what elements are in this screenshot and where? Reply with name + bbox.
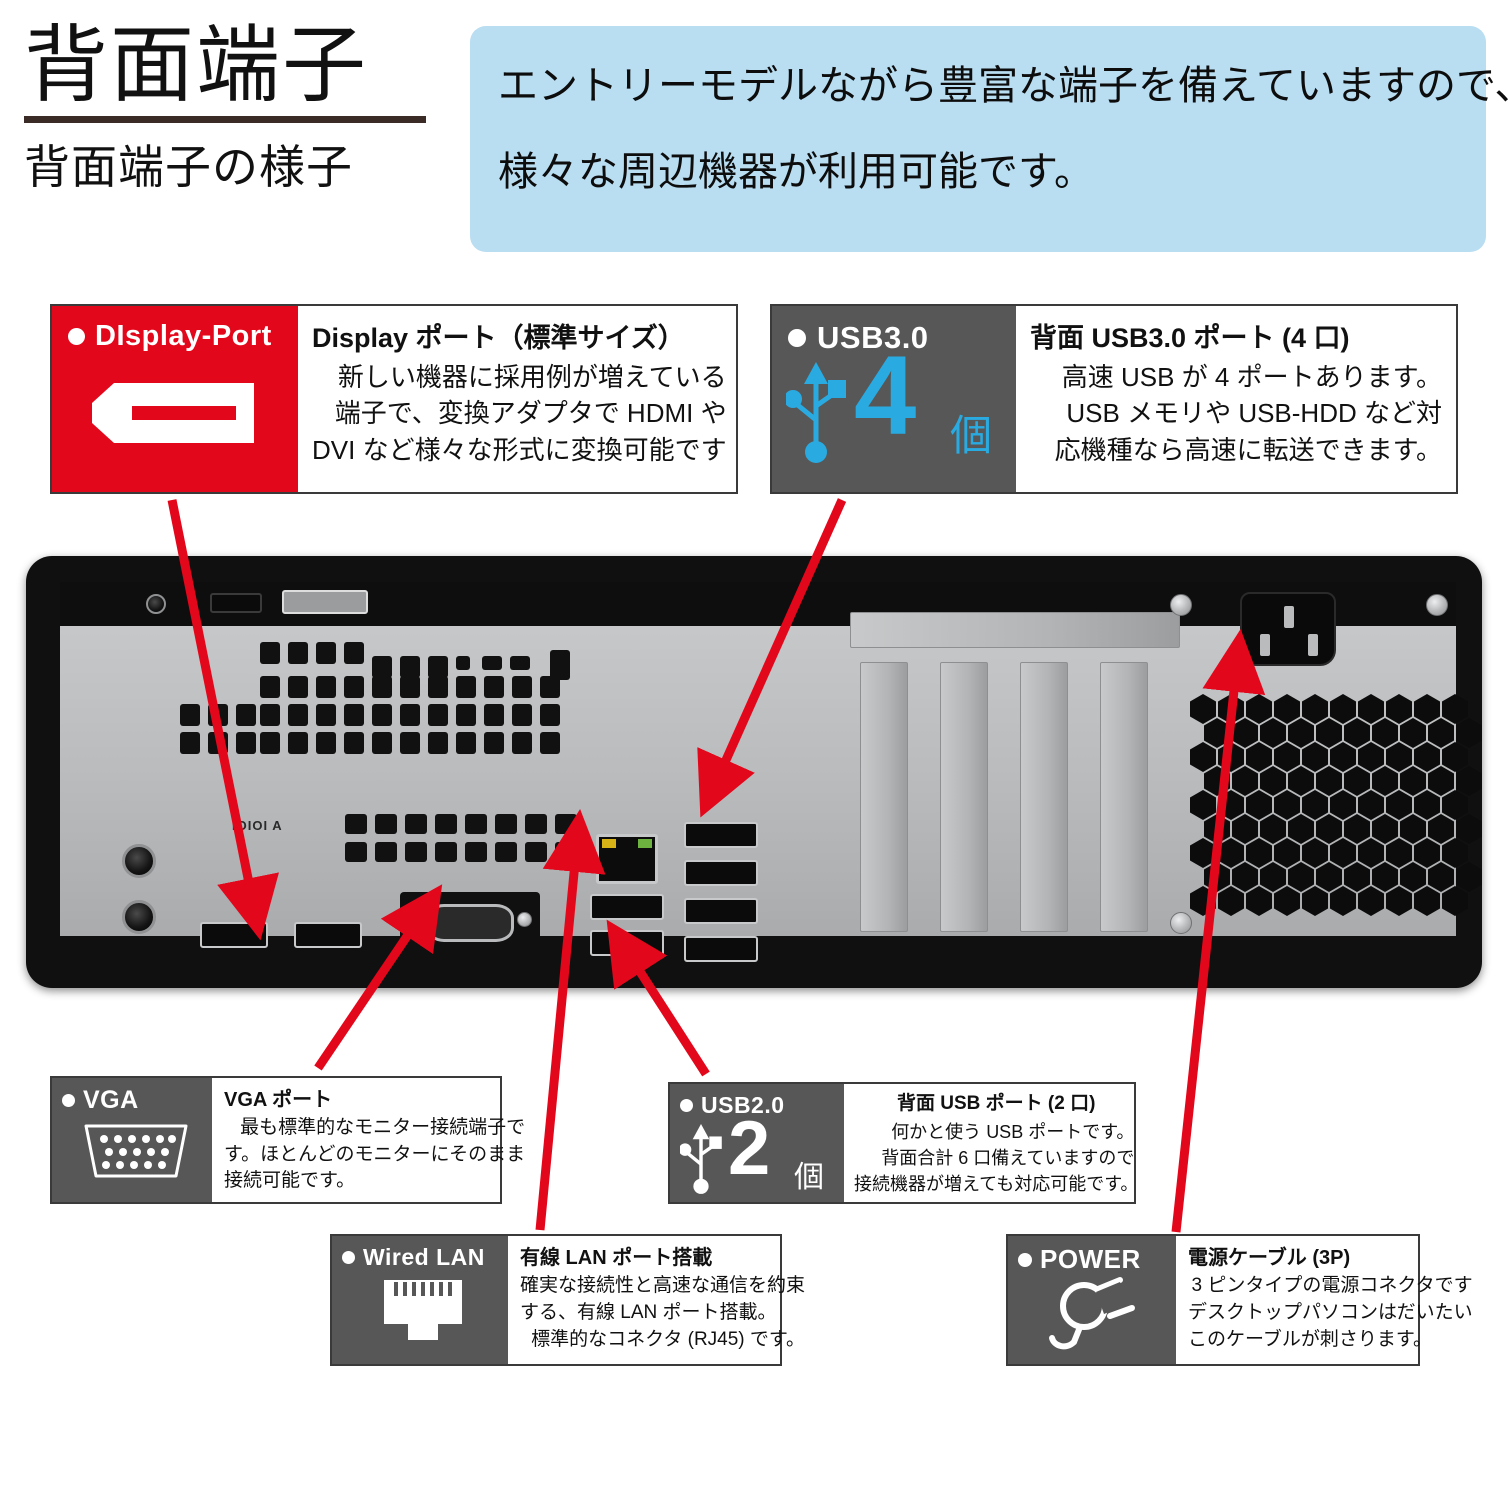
usb30-badge: USB3.0 4 個	[772, 306, 1016, 492]
power-body-2: デスクトップパソコンはだいたい	[1188, 1301, 1473, 1323]
pc-rear-panel-photo: IOIOI A	[26, 556, 1482, 988]
power-badge: POWER	[1008, 1236, 1176, 1364]
bullet-dot-icon	[68, 328, 85, 345]
chassis-hole-icon	[146, 594, 166, 614]
expansion-slot-cover-3	[1020, 662, 1068, 932]
callout-usb30: USB3.0 4 個 背面 USB3.0 ポート (4 口) 高速 USB が …	[770, 304, 1458, 494]
displayport-badge: DIsplay-Port	[52, 306, 298, 492]
displayport-body-2: 端子で、変換アダプタで HDMI や	[334, 398, 727, 429]
usb20-badge-label: USB2.0	[701, 1092, 785, 1118]
power-text: 電源ケーブル (3P) 3 ピンタイプの電源コネクタです デスクトップパソコンは…	[1176, 1236, 1479, 1364]
usb20-badge: USB2.0 2 個	[670, 1084, 844, 1202]
usb3-port-3	[684, 898, 758, 924]
usb20-text: 背面 USB ポート (2 口) 何かと使う USB ポートです。 背面合計 6…	[844, 1084, 1144, 1202]
lan-heading: 有線 LAN ポート搭載	[520, 1247, 713, 1269]
usb2-port-2	[590, 930, 664, 956]
upper-vent-grid	[180, 642, 740, 792]
page-header: 背面端子 背面端子の様子	[24, 18, 444, 197]
callout-displayport: DIsplay-Port Display ポート（標準サイズ） 新しい機器に採用…	[50, 304, 738, 494]
vga-dsub-connector-icon	[84, 1124, 188, 1178]
usb20-body-2: 背面合計 6 口備えていますので	[881, 1147, 1135, 1168]
lan-badge: Wired LAN	[332, 1236, 508, 1364]
vga-body-2: す。ほとんどのモニターにそのまま	[224, 1143, 526, 1165]
usb20-body-3: 接続機器が増えても対応可能です。	[854, 1173, 1139, 1194]
usb20-count: 2	[728, 1106, 771, 1191]
displayport-heading: Display ポート（標準サイズ）	[312, 323, 685, 353]
power-plug-icon	[1049, 1277, 1135, 1350]
audio-line-in-jack	[122, 900, 156, 934]
usb20-body-1: 何かと使う USB ポートです。	[891, 1121, 1135, 1142]
usb30-count-unit: 個	[950, 412, 993, 459]
displayport-connector-icon	[92, 383, 254, 448]
usb30-body-3: 応機種なら高速に転送できます。	[1054, 435, 1442, 466]
displayport-1	[200, 922, 268, 948]
vga-badge-label: VGA	[83, 1086, 139, 1114]
vga-body-1: 最も標準的なモニター接続端子で	[240, 1117, 526, 1138]
usb-trident-icon	[680, 1124, 722, 1194]
vga-body-3: 接続可能です。	[224, 1170, 356, 1192]
power-body-3: このケーブルが刺さります。	[1188, 1328, 1432, 1350]
usb30-count: 4	[854, 333, 917, 458]
callout-wired-lan: Wired LAN 有線 LAN ポート搭載 確実な接続性と高速な通信を約束 す…	[330, 1234, 805, 1366]
rj45-connector-icon	[384, 1280, 462, 1340]
usb30-body-1: 高速 USB が 4 ポートあります。	[1061, 361, 1442, 392]
displayport-badge-label: DIsplay-Port	[95, 320, 272, 352]
displayport-body-3: DVI など様々な形式に変換可能です	[312, 435, 727, 466]
lead-description-box: エントリーモデルながら豊富な端子を備えていますので、 様々な周辺機器が利用可能で…	[470, 26, 1508, 252]
lan-body-1: 確実な接続性と高速な通信を約束	[520, 1275, 806, 1296]
usb30-body-2: USB メモリや USB-HDD など対	[1066, 398, 1442, 429]
callout-vga: VGA VGA ポート 最も標準的なモニター接続端子で す。ほとんどのモニターに…	[50, 1076, 525, 1204]
silkscreen-label: IOIOI A	[232, 818, 283, 833]
rj45-lan-port	[596, 834, 658, 884]
title-underline	[24, 116, 426, 124]
displayport-body-1: 新しい機器に採用例が増えている	[337, 361, 727, 392]
usb3-port-1	[684, 822, 758, 848]
vga-port	[400, 892, 540, 954]
usb20-heading: 背面 USB ポート (2 口)	[896, 1093, 1096, 1114]
lower-vent-grid	[345, 814, 595, 876]
vga-text: VGA ポート 最も標準的なモニター接続端子で す。ほとんどのモニターにそのまま…	[212, 1078, 535, 1202]
page-title: 背面端子	[24, 18, 369, 112]
top-connector-icon	[282, 590, 368, 614]
psu-fan-grille	[1190, 694, 1482, 934]
lead-line-2: 様々な周辺機器が利用可能です。	[498, 150, 1094, 194]
usb20-count-unit: 個	[794, 1161, 824, 1194]
bullet-dot-icon	[1018, 1252, 1032, 1267]
lan-badge-label: Wired LAN	[363, 1244, 485, 1270]
usb30-text: 背面 USB3.0 ポート (4 口) 高速 USB が 4 ポートあります。 …	[1016, 306, 1456, 492]
vga-heading: VGA ポート	[224, 1089, 333, 1111]
expansion-slot-cover-4	[1100, 662, 1148, 932]
lan-text: 有線 LAN ポート搭載 確実な接続性と高速な通信を約束 する、有線 LAN ポ…	[508, 1236, 815, 1364]
displayport-text: Display ポート（標準サイズ） 新しい機器に採用例が増えている 端子で、変…	[298, 306, 741, 492]
bullet-dot-icon	[342, 1251, 355, 1264]
lead-line-1: エントリーモデルながら豊富な端子を備えていますので、	[498, 64, 1508, 108]
bullet-dot-icon	[788, 329, 806, 347]
expansion-bracket-rail	[850, 612, 1180, 648]
vga-badge: VGA	[52, 1078, 212, 1202]
usb30-heading: 背面 USB3.0 ポート (4 口)	[1030, 323, 1350, 353]
usb-trident-icon	[786, 362, 846, 463]
audio-line-out-jack	[122, 844, 156, 878]
bullet-dot-icon	[62, 1094, 75, 1107]
callout-usb20: USB2.0 2 個 背面 USB ポート (2 口) 何かと使う USB ポー…	[668, 1082, 1138, 1204]
usb3-port-2	[684, 860, 758, 886]
usb3-port-4	[684, 936, 758, 962]
callout-power: POWER 電源ケーブル (3P) 3 ピンタイプの電源コネクタです デスクトッ…	[1006, 1234, 1473, 1366]
kensington-slot-icon	[210, 593, 262, 613]
power-heading: 電源ケーブル (3P)	[1188, 1247, 1351, 1269]
power-badge-label: POWER	[1040, 1244, 1141, 1274]
expansion-slot-cover-1	[860, 662, 908, 932]
bullet-dot-icon	[680, 1099, 693, 1112]
pc-rear-panel-surface: IOIOI A	[60, 582, 1482, 962]
lan-body-2: する、有線 LAN ポート搭載。	[520, 1301, 777, 1323]
displayport-2	[294, 922, 362, 948]
lan-body-3: 標準的なコネクタ (RJ45) です。	[531, 1328, 806, 1350]
power-body-1: 3 ピンタイプの電源コネクタです	[1191, 1275, 1473, 1296]
usb2-port-1	[590, 894, 664, 920]
power-inlet-c14	[1240, 592, 1336, 666]
page-subtitle: 背面端子の様子	[24, 141, 353, 194]
expansion-slot-cover-2	[940, 662, 988, 932]
usb30-badge-label: USB3.0	[817, 320, 929, 355]
